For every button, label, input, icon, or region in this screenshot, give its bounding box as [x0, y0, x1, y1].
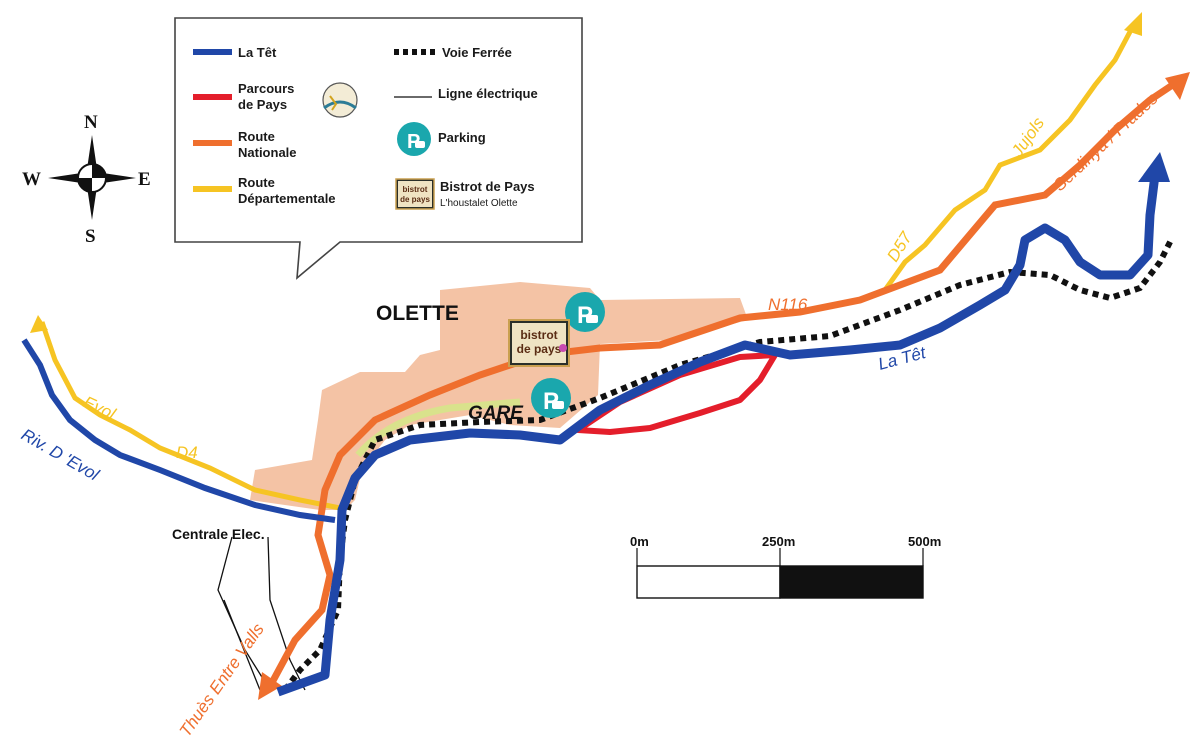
road-d4 — [39, 321, 341, 511]
scale-tick-500: 500m — [908, 534, 941, 549]
bistrot-logo-line2: de pays — [517, 342, 562, 356]
legend-parking-icon: P — [397, 122, 431, 156]
bistrot-marker[interactable]: bistrot de pays — [508, 319, 570, 367]
olette-town-area — [250, 282, 748, 510]
compass-south: S — [85, 226, 96, 247]
legend-rn-line2: Nationale — [238, 145, 297, 160]
parking-marker-north[interactable]: P — [565, 292, 605, 332]
hiker-icon — [322, 82, 358, 118]
legend-parking: Parking — [438, 130, 486, 145]
legend-box: La Têt Parcours de Pays Route Nationale … — [174, 17, 583, 280]
railway-line — [282, 236, 1175, 692]
d4-label: D4 — [176, 443, 198, 462]
legend-bistrot-sub: L'houstalet Olette — [440, 198, 518, 209]
legend-rd-line1: Route — [238, 175, 275, 190]
road-n116 — [264, 77, 1182, 692]
scale-bar: 0m 250m 500m — [630, 534, 941, 599]
compass-west: W — [22, 169, 41, 190]
legend-parcours-line1: Parcours — [238, 81, 294, 96]
legend-parcours-line2: de Pays — [238, 97, 287, 112]
compass-rose: N S E W — [22, 112, 151, 247]
river-evol — [21, 338, 336, 523]
station-label: GARE — [468, 403, 524, 424]
scale-tick-250: 250m — [762, 534, 795, 549]
power-lines — [217, 536, 306, 691]
d4-arrowhead — [30, 315, 48, 333]
la-tet-arrowhead — [1138, 152, 1170, 182]
legend-rd-line2: Départementale — [238, 191, 336, 206]
d57-arrowhead — [1124, 12, 1142, 36]
scale-tick-0: 0m — [630, 534, 649, 549]
road-d57 — [882, 26, 1135, 292]
legend-bistrot-logo-line2: de pays — [400, 195, 430, 204]
compass-east: E — [138, 169, 151, 190]
compass-north: N — [84, 112, 98, 133]
bistrot-logo-line1: bistrot — [520, 328, 557, 342]
legend-la-tet: La Têt — [238, 45, 277, 60]
n116-north-arrowhead — [1165, 72, 1190, 100]
river-la-tet — [276, 174, 1160, 697]
legend-bistrot-logo-line1: bistrot — [403, 185, 428, 194]
town-label: OLETTE — [376, 302, 459, 325]
parking-marker-station[interactable]: P — [531, 378, 571, 418]
n116-south-arrowhead — [258, 672, 282, 700]
n116-label: N116 — [768, 295, 808, 314]
legend-ligne-electrique: Ligne électrique — [438, 86, 538, 101]
legend-bistrot: Bistrot de Pays — [440, 179, 535, 194]
legend-voie-ferree: Voie Ferrée — [442, 45, 512, 60]
thues-label: Thuès Entre Valls — [176, 620, 268, 741]
legend-bistrot-icon: bistrot de pays — [395, 178, 435, 210]
legend-rn-line1: Route — [238, 129, 275, 144]
power-station-label: Centrale Elec. — [172, 526, 265, 542]
station-access-path — [355, 398, 521, 458]
